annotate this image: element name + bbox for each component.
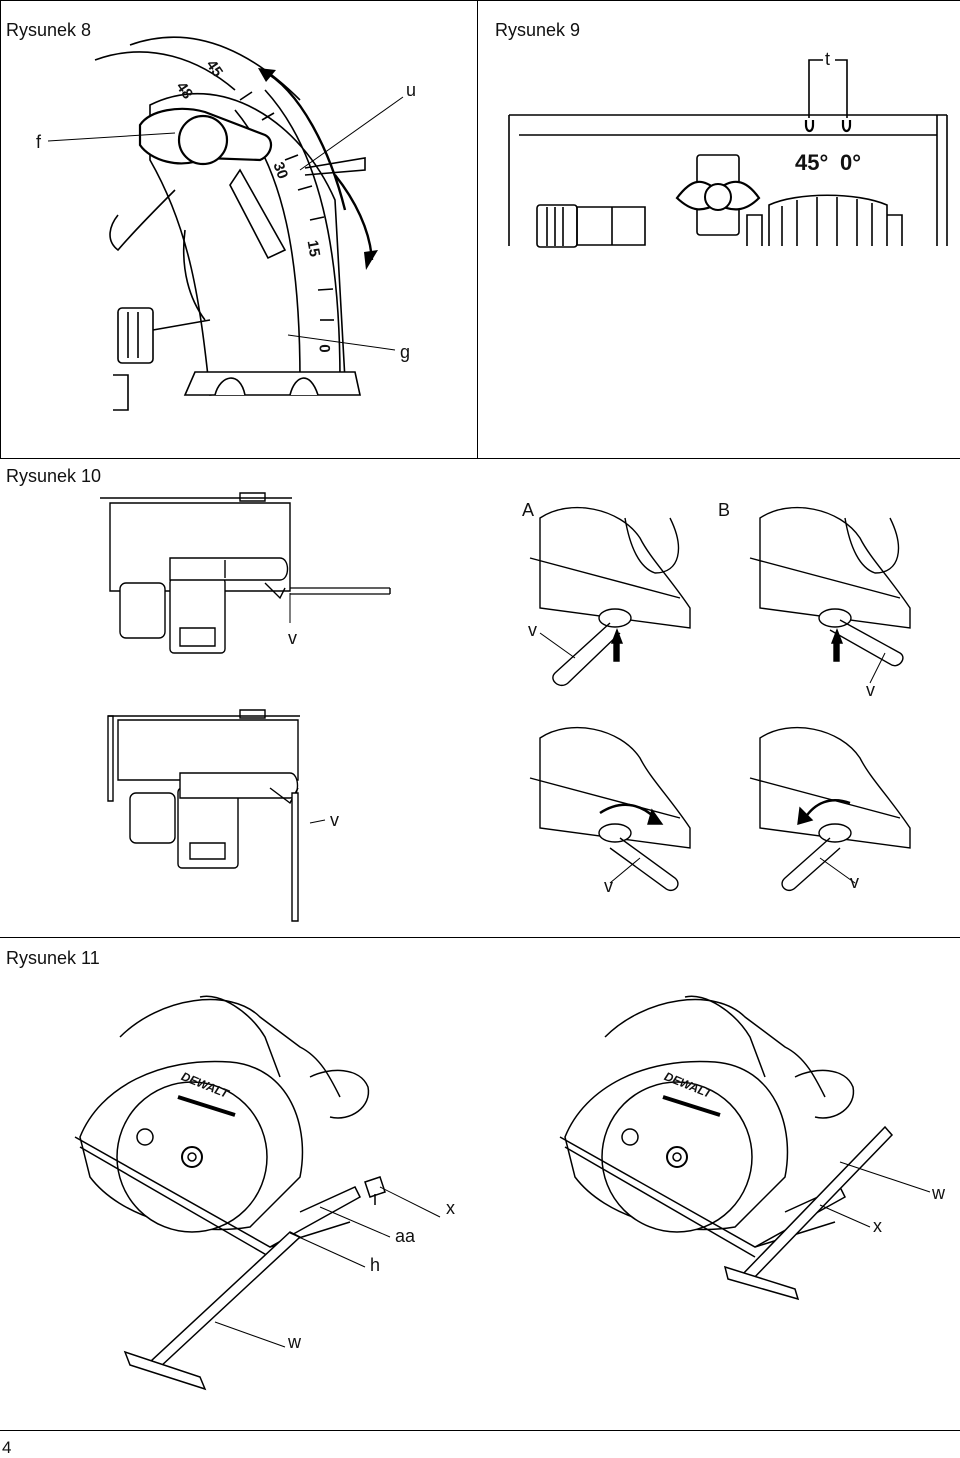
fig11-callout-x-left: x bbox=[446, 1198, 455, 1218]
footer-rule bbox=[0, 1430, 960, 1431]
fig9-angle-45-label: 45° bbox=[795, 150, 829, 175]
fig10-lock-knob-detail-illustration bbox=[480, 458, 960, 937]
fig11-callout-x-right: x bbox=[873, 1216, 882, 1236]
fig10-callout-v2: v bbox=[330, 810, 339, 830]
fig8-title: Rysunek 8 bbox=[6, 20, 92, 40]
fig8-callout-g: g bbox=[400, 342, 411, 362]
fig10-callout-v6: v bbox=[850, 872, 859, 892]
fig8-scale-label-15: 15 bbox=[303, 238, 324, 259]
fig10-callout-v5: v bbox=[604, 876, 613, 896]
top-rule bbox=[0, 0, 960, 1]
fig10-saw-top-illustration bbox=[0, 458, 480, 937]
fig8-bevel-scale-illustration bbox=[0, 0, 477, 458]
fig9-shoe-illustration bbox=[477, 0, 960, 458]
fig11-callout-aa: aa bbox=[395, 1226, 416, 1246]
fig10-panel-a-label: A bbox=[522, 500, 535, 520]
fig10-callout-v4: v bbox=[866, 680, 875, 700]
fig8-callout-u: u bbox=[406, 80, 417, 100]
fig11-title: Rysunek 11 bbox=[6, 948, 100, 968]
page-number: 4 bbox=[2, 1438, 12, 1457]
fig8-fig9-bottom-rule bbox=[0, 458, 960, 459]
fig9-callout-t: t bbox=[825, 49, 831, 69]
fig8-left-rule bbox=[0, 0, 1, 458]
fig9-angle-0-label: 0° bbox=[840, 150, 862, 175]
fig11-callout-h: h bbox=[370, 1255, 381, 1275]
fig10-title: Rysunek 10 bbox=[6, 466, 102, 486]
fig10-callout-v1: v bbox=[288, 628, 297, 648]
fig11-saw-with-rip-fence-illustration bbox=[0, 937, 960, 1430]
fig10-callout-v3: v bbox=[528, 620, 537, 640]
fig8-fig9-divider bbox=[477, 0, 478, 458]
fig9-title: Rysunek 9 bbox=[495, 20, 581, 40]
fig8-callout-f: f bbox=[36, 132, 42, 152]
fig11-callout-w-right: w bbox=[932, 1183, 945, 1203]
fig10-bottom-rule bbox=[0, 937, 960, 938]
fig8-scale-label-0: 0 bbox=[315, 344, 333, 353]
fig10-panel-b-label: B bbox=[718, 500, 731, 520]
fig11-callout-w-left: w bbox=[288, 1332, 301, 1352]
